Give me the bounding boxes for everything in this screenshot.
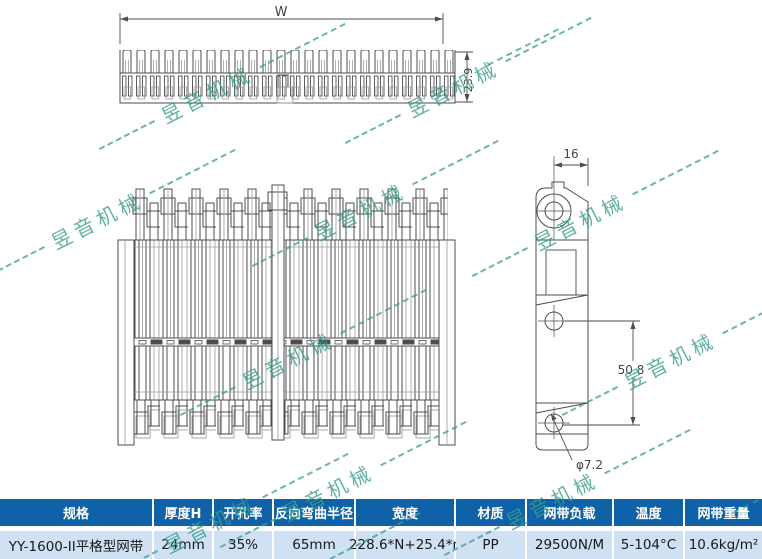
spec-header-cell: 厚度H [154, 499, 212, 526]
spec-value-cell: 24mm [154, 531, 212, 559]
spec-value-cell: 228.6*N+25.4*n [349, 531, 461, 559]
dimension-thickness [455, 51, 473, 103]
plan-view-drawing [117, 184, 456, 452]
spec-table: 规格 厚度H 开孔率 反向弯曲半径 宽度 材质 网带负载 温度 网带重量 YY-… [0, 499, 762, 559]
spec-header-cell: 网带重量 [685, 499, 762, 526]
spec-header-cell: 网带负载 [527, 499, 612, 526]
spec-value-cell: 5-104°C [614, 531, 683, 559]
spec-header-cell: 宽度 [356, 499, 454, 526]
side-elevation-drawing [119, 50, 456, 104]
dim-label-thickness: 23.9 [462, 68, 475, 93]
dim-label-hole-dia: φ7.2 [576, 458, 603, 472]
link-profile-drawing [535, 156, 589, 451]
spec-header-cell: 开孔率 [214, 499, 272, 526]
dim-label-50-8: 50.8 [618, 363, 645, 377]
spec-value-cell: 35% [214, 531, 272, 559]
dim-label-w: W [275, 5, 288, 20]
spec-header-cell: 规格 [0, 499, 152, 526]
spec-table-header-row: 规格 厚度H 开孔率 反向弯曲半径 宽度 材质 网带负载 温度 网带重量 [0, 499, 762, 526]
spec-header-cell: 材质 [456, 499, 525, 526]
dimension-hole-dia [550, 413, 573, 461]
spec-value-cell: 10.6kg/m² [685, 531, 762, 559]
spec-value-cell: YY-1600-II平格型网带 [0, 531, 152, 559]
dim-label-16: 16 [563, 147, 578, 161]
spec-header-cell: 温度 [614, 499, 683, 526]
dimension-16 [554, 158, 589, 186]
spec-value-cell: PP [456, 531, 525, 559]
spec-header-cell: 反向弯曲半径 [274, 499, 354, 526]
spec-value-cell: 65mm [274, 531, 354, 559]
spec-table-value-row: YY-1600-II平格型网带 24mm 35% 65mm 228.6*N+25… [0, 531, 762, 559]
spec-value-cell: 29500N/M [527, 531, 612, 559]
dimension-w [119, 13, 444, 44]
